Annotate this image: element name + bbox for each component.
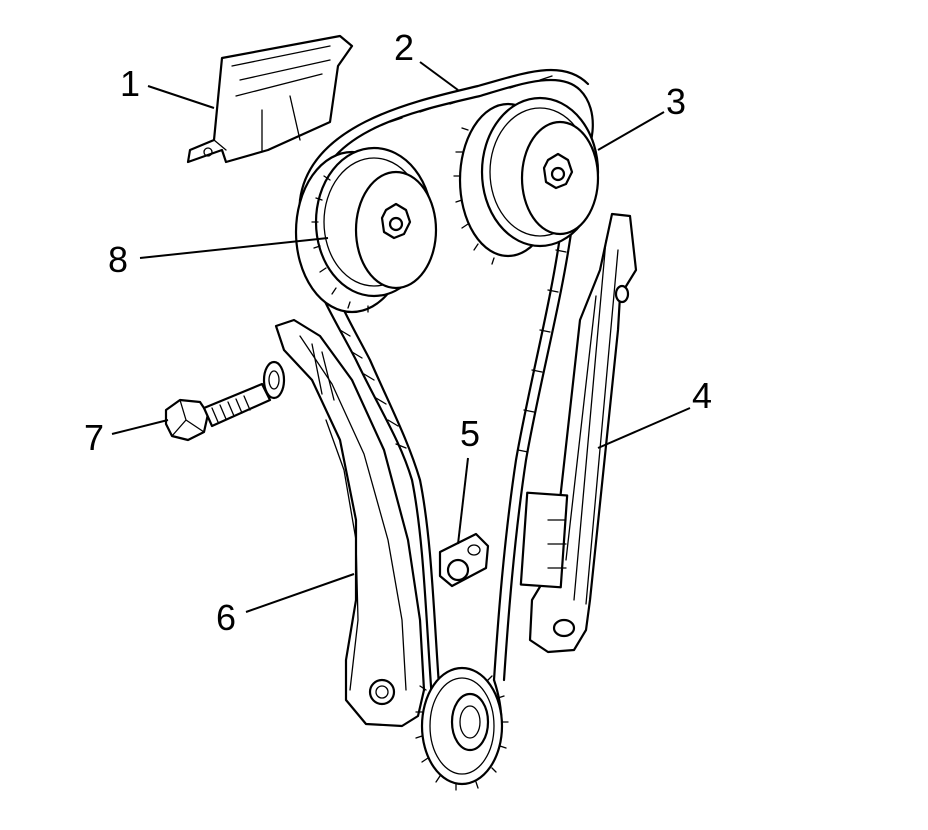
leader-line-8 [139, 237, 329, 259]
leader-line-3 [597, 111, 665, 151]
part-5-guide-bolt [438, 532, 490, 588]
callout-label-6: 6 [216, 597, 236, 638]
callout-label-3: 3 [666, 81, 686, 122]
part-4-right-chain-guide [519, 212, 638, 654]
callout-label-1: 1 [120, 63, 140, 104]
part-7-guide-pivot-bolt [164, 360, 286, 442]
callout-label-2: 2 [394, 27, 414, 68]
callout-label-4: 4 [692, 375, 712, 416]
part-6-tensioner-chain-guide [274, 318, 426, 728]
leader-line-2 [419, 61, 459, 91]
callout-labels: 1 2 3 4 5 6 7 8 [84, 27, 712, 638]
part-8-left-camshaft-sprocket [294, 146, 438, 314]
leader-line-1 [147, 85, 215, 109]
callout-label-7: 7 [84, 417, 104, 458]
leader-line-5 [457, 457, 469, 545]
crankshaft-sprocket [415, 666, 509, 791]
leader-line-7 [111, 419, 169, 435]
leader-line-6 [245, 573, 355, 613]
callout-label-8: 8 [108, 239, 128, 280]
callout-label-5: 5 [460, 413, 480, 454]
leader-lines [111, 61, 691, 613]
leader-line-4 [597, 407, 691, 449]
part-3-right-camshaft-sprocket [453, 96, 600, 265]
part-1-upper-chain-guide [186, 34, 354, 164]
